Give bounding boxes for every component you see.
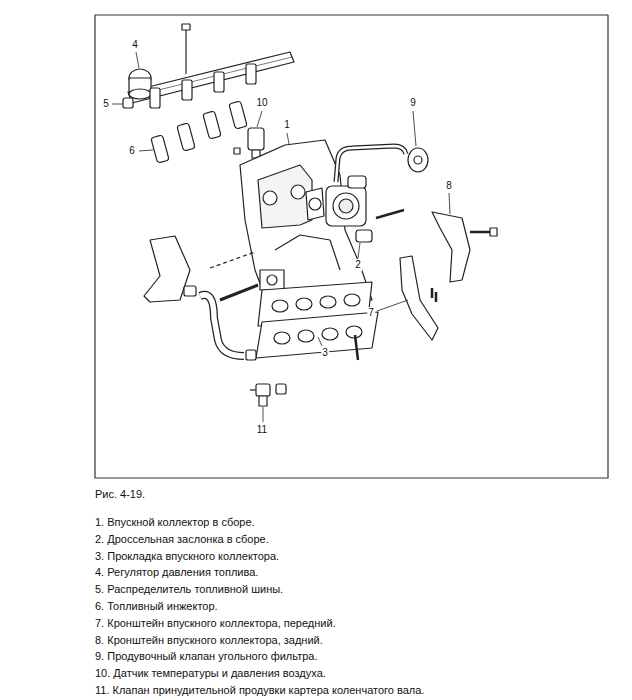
callout-number: 4 [131, 39, 139, 51]
leader-lines [112, 52, 450, 422]
part-list-item: 5. Распределитель топливной шины. [95, 583, 283, 596]
part-list-item: 3. Прокладка впускного коллектора. [95, 550, 279, 563]
stud [355, 335, 358, 360]
throttle-body [306, 176, 404, 242]
callout-number: 1 [283, 119, 291, 131]
fuel-injectors [151, 101, 247, 163]
pcv-valve [250, 384, 286, 406]
callout-number: 6 [128, 145, 136, 157]
callout-number: 8 [445, 180, 453, 192]
callout-number: 5 [102, 98, 110, 110]
air-sensor [248, 128, 264, 158]
callout-number: 11 [256, 424, 268, 436]
callout-number: 10 [255, 97, 268, 109]
callout-number: 2 [354, 259, 362, 271]
part-list-item: 6. Топливный инжектор. [95, 600, 218, 613]
purge-valve [336, 146, 428, 182]
part-list-item: 7. Кронштейн впускного коллектора, перед… [95, 617, 336, 630]
figure-frame [95, 15, 608, 478]
rear-bracket [432, 212, 497, 302]
intake-manifold [240, 140, 372, 305]
manifold-gasket [256, 312, 378, 358]
figure-caption: Рис. 4-19. [95, 488, 145, 501]
part-list-item: 9. Продувочный клапан угольного фильтра. [95, 650, 317, 663]
stud [220, 285, 258, 300]
part-list-item: 1. Впускной коллектор в сборе. [95, 516, 255, 529]
front-bracket [400, 256, 438, 340]
alignment-line [210, 252, 255, 268]
callout-number: 9 [409, 97, 417, 109]
side-bracket [144, 236, 190, 302]
pressure-regulator [123, 69, 151, 108]
breather-hose [184, 286, 256, 360]
part-list-item: 4. Регулятор давления топлива. [95, 566, 258, 579]
part-list-item: 2. Дроссельная заслонка в сборе. [95, 533, 269, 546]
part-list-item: 11. Клапан принудительной продувки карте… [95, 684, 424, 697]
callout-number: 7 [367, 307, 375, 319]
part-list-item: 10. Датчик температуры и давления воздух… [95, 667, 326, 680]
part-list-item: 8. Кронштейн впускного коллектора, задни… [95, 634, 323, 647]
callout-number: 3 [321, 347, 329, 359]
